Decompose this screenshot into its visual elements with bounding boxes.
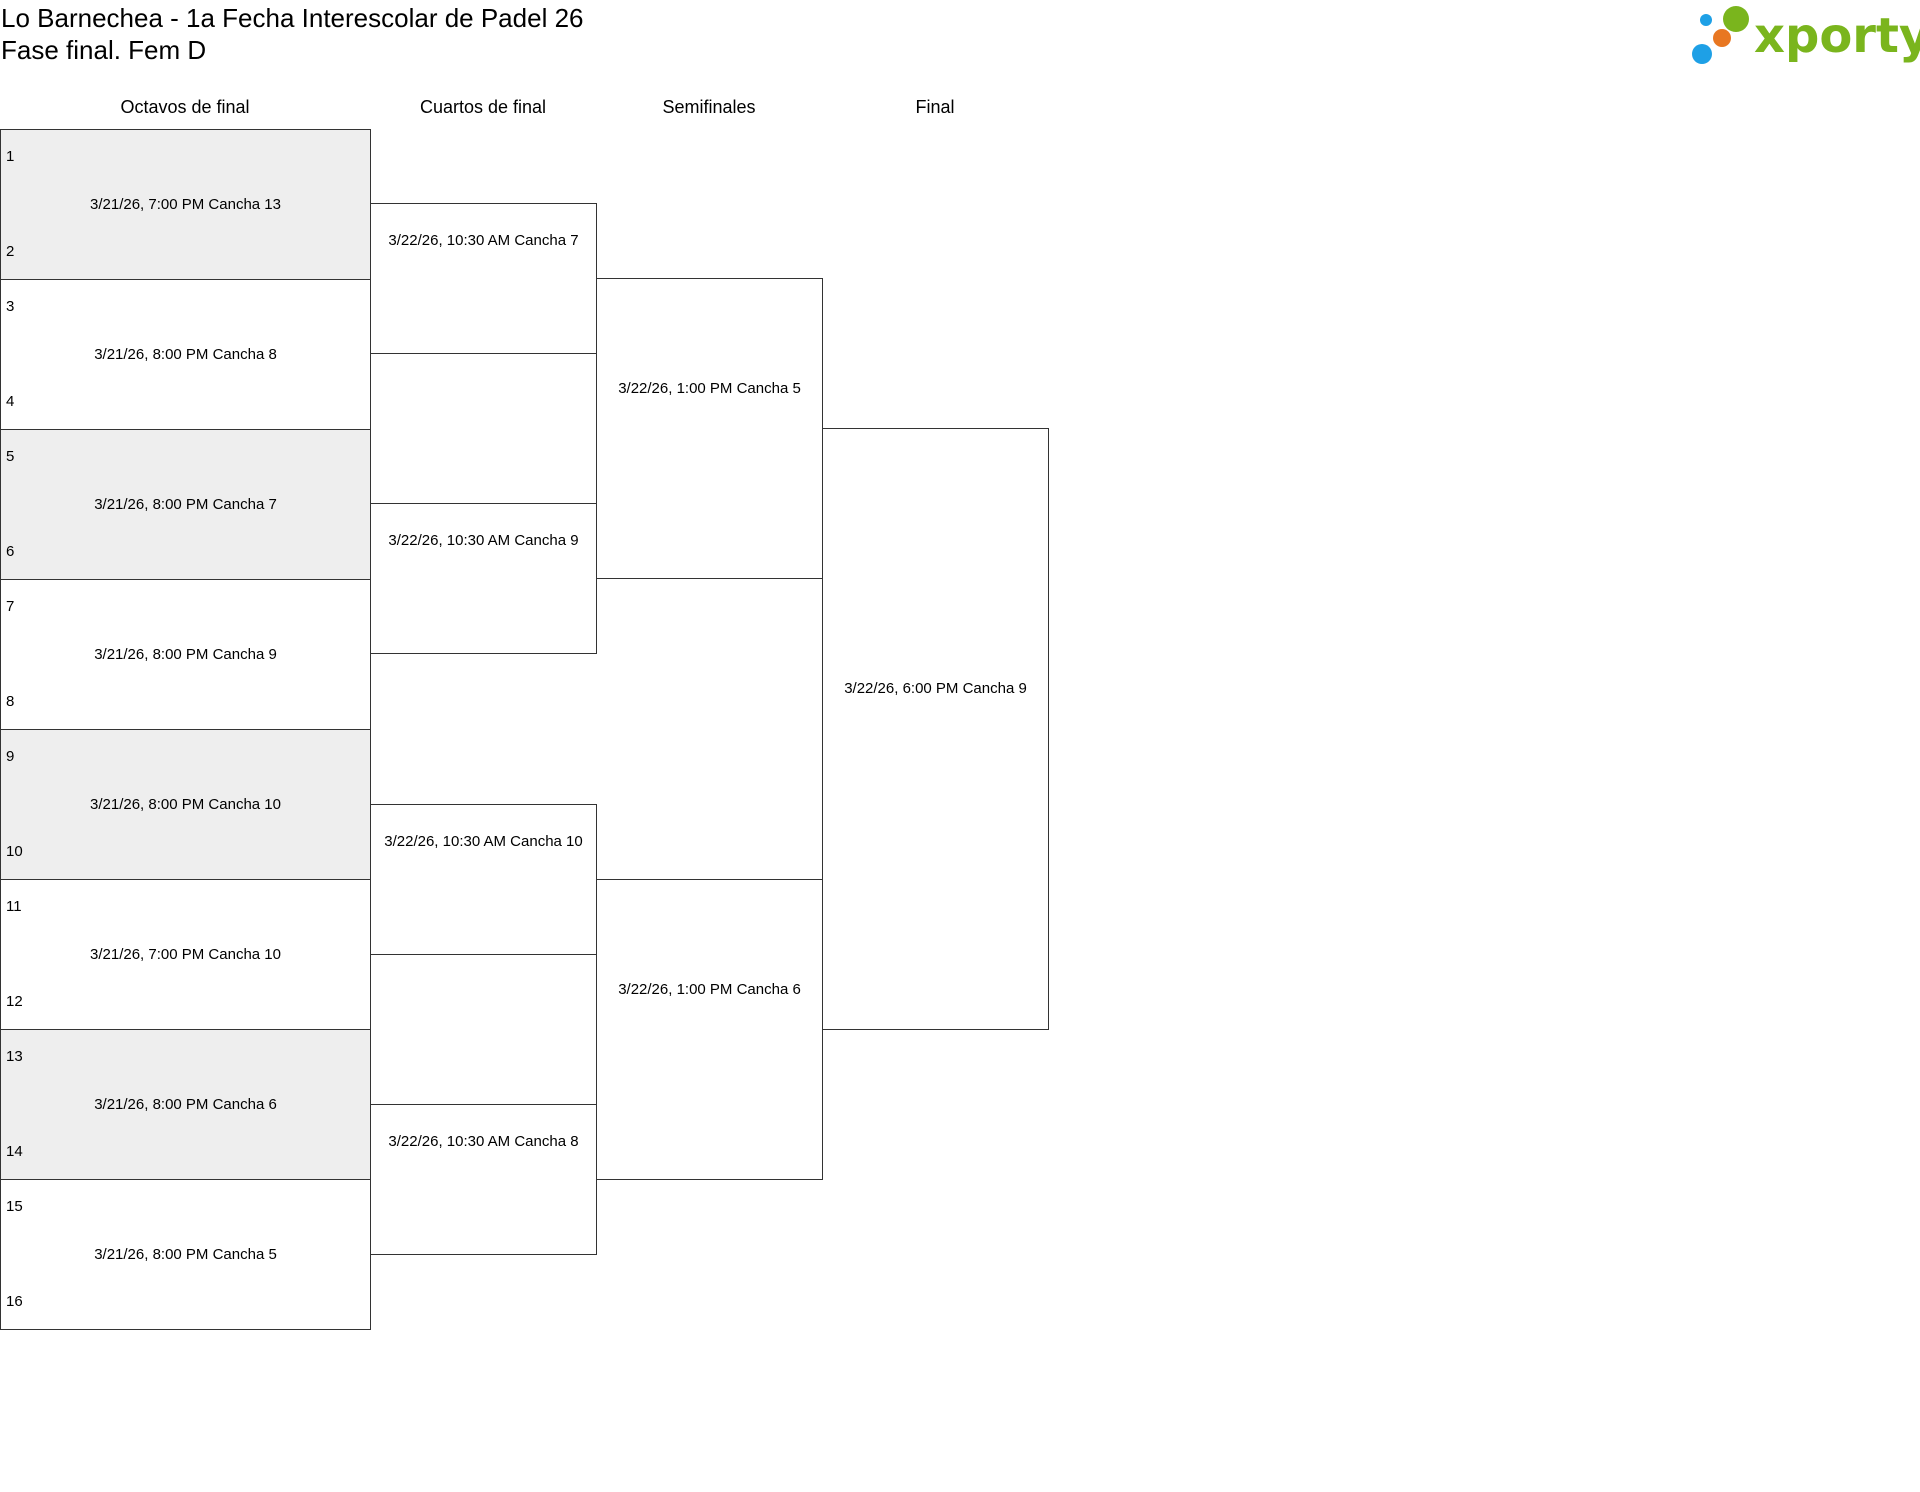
match-info: 3/22/26, 6:00 PM Cancha 9: [844, 680, 1027, 697]
match-cuartos-4[interactable]: 3/22/26, 10:30 AM Cancha 8: [370, 1104, 597, 1255]
match-info: 3/21/26, 7:00 PM Cancha 13: [90, 195, 281, 213]
match-info: 3/22/26, 10:30 AM Cancha 10: [384, 833, 583, 850]
round-header-final: Final: [915, 97, 955, 117]
seed-top: 9: [6, 748, 15, 765]
match-info: 3/22/26, 10:30 AM Cancha 7: [388, 232, 579, 249]
round-header-octavos: Octavos de final: [120, 97, 250, 117]
seed-bottom: 6: [6, 543, 15, 560]
page-subtitle: Fase final. Fem D: [1, 35, 207, 65]
seed-top: 13: [6, 1048, 23, 1065]
match-semifinal-1[interactable]: 3/22/26, 1:00 PM Cancha 5: [596, 278, 823, 579]
match-info: 3/22/26, 1:00 PM Cancha 6: [618, 981, 801, 998]
seed-bottom: 14: [6, 1143, 23, 1160]
match-octavos-6[interactable]: 11 3/21/26, 7:00 PM Cancha 10 12: [0, 879, 371, 1030]
logo-wordmark: xporty: [1754, 8, 1920, 64]
match-info: 3/21/26, 8:00 PM Cancha 7: [94, 495, 277, 513]
seed-bottom: 4: [6, 393, 15, 410]
match-octavos-3[interactable]: 5 3/21/26, 8:00 PM Cancha 7 6: [0, 429, 371, 580]
seed-top: 1: [6, 148, 15, 165]
match-info: 3/21/26, 7:00 PM Cancha 10: [90, 945, 281, 963]
seed-bottom: 12: [6, 993, 23, 1010]
seed-top: 3: [6, 298, 15, 315]
page-title: Lo Barnechea - 1a Fecha Interescolar de …: [1, 3, 584, 33]
match-octavos-5[interactable]: 9 3/21/26, 8:00 PM Cancha 10 10: [0, 729, 371, 880]
match-info: 3/21/26, 8:00 PM Cancha 9: [94, 645, 277, 663]
match-octavos-7[interactable]: 13 3/21/26, 8:00 PM Cancha 6 14: [0, 1029, 371, 1180]
match-final[interactable]: 3/22/26, 6:00 PM Cancha 9: [822, 428, 1049, 1030]
round-header-cuartos: Cuartos de final: [419, 97, 547, 117]
match-octavos-2[interactable]: 3 3/21/26, 8:00 PM Cancha 8 4: [0, 279, 371, 430]
match-cuartos-1[interactable]: 3/22/26, 10:30 AM Cancha 7: [370, 203, 597, 354]
match-info: 3/21/26, 8:00 PM Cancha 5: [94, 1245, 277, 1263]
match-info: 3/21/26, 8:00 PM Cancha 8: [94, 345, 277, 363]
match-cuartos-3[interactable]: 3/22/26, 10:30 AM Cancha 10: [370, 804, 597, 955]
match-octavos-8[interactable]: 15 3/21/26, 8:00 PM Cancha 5 16: [0, 1179, 371, 1330]
seed-bottom: 8: [6, 693, 15, 710]
seed-top: 7: [6, 598, 15, 615]
seed-top: 5: [6, 448, 15, 465]
seed-top: 11: [6, 898, 22, 915]
seed-bottom: 10: [6, 843, 23, 860]
match-octavos-4[interactable]: 7 3/21/26, 8:00 PM Cancha 9 8: [0, 579, 371, 730]
round-header-semifinales: Semifinales: [662, 97, 756, 117]
logo-dot-blue-large: [1692, 44, 1712, 64]
match-info: 3/22/26, 10:30 AM Cancha 8: [388, 1133, 579, 1150]
match-info: 3/21/26, 8:00 PM Cancha 10: [90, 795, 281, 813]
xporty-logo[interactable]: xporty: [1692, 4, 1920, 68]
logo-dot-orange: [1713, 29, 1731, 47]
seed-bottom: 2: [6, 243, 15, 260]
match-info: 3/22/26, 10:30 AM Cancha 9: [388, 532, 579, 549]
match-info: 3/22/26, 1:00 PM Cancha 5: [618, 380, 801, 397]
match-semifinal-2[interactable]: 3/22/26, 1:00 PM Cancha 6: [596, 879, 823, 1180]
seed-bottom: 16: [6, 1293, 23, 1310]
logo-dot-blue-small: [1700, 14, 1712, 26]
match-cuartos-2[interactable]: 3/22/26, 10:30 AM Cancha 9: [370, 503, 597, 654]
match-octavos-1[interactable]: 1 3/21/26, 7:00 PM Cancha 13 2: [0, 129, 371, 280]
match-info: 3/21/26, 8:00 PM Cancha 6: [94, 1095, 277, 1113]
logo-dot-green-large: [1723, 6, 1749, 32]
seed-top: 15: [6, 1198, 23, 1215]
